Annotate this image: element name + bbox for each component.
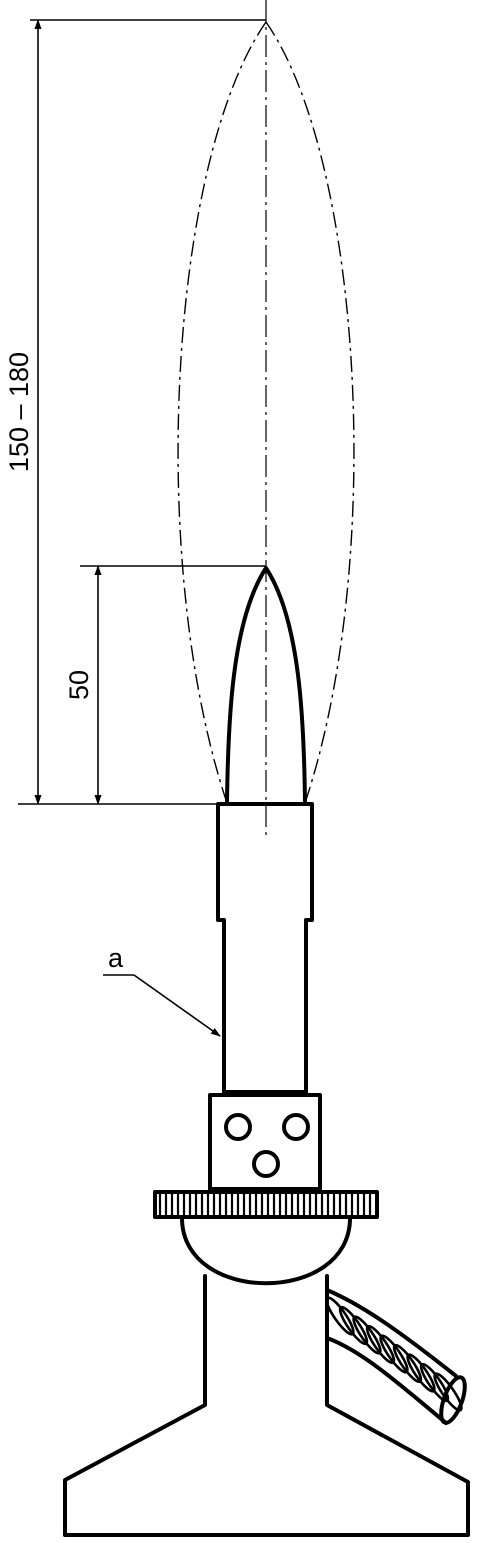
outer-flame-height-label: 150 – 180 [4, 352, 34, 472]
outer-flame-outline [177, 21, 355, 804]
burner-base [63, 1274, 470, 1537]
callout-a-leader [133, 974, 221, 1037]
air-regulator-block [208, 1093, 322, 1191]
inner-cone-height-label: 50 [64, 670, 94, 700]
outer-flame-dimension: 150 – 180 [4, 19, 266, 805]
air-hole-left [224, 1113, 252, 1141]
hose-rib [433, 1372, 463, 1412]
inner-cone-dimension: 50 [64, 565, 266, 805]
callout-a: a [103, 943, 221, 1037]
air-hole-right [282, 1113, 310, 1141]
knurled-collar [153, 1190, 379, 1219]
hose-outline [325, 1288, 458, 1425]
burner-barrel [216, 802, 314, 1094]
gas-hose [325, 1288, 467, 1425]
callout-a-label: a [108, 943, 124, 973]
knurl-ticks [158, 1194, 372, 1215]
inner-flame-cone [225, 566, 307, 805]
hose-ribs [325, 1296, 463, 1412]
base-dome [180, 1216, 352, 1286]
air-hole-bottom [252, 1150, 280, 1178]
